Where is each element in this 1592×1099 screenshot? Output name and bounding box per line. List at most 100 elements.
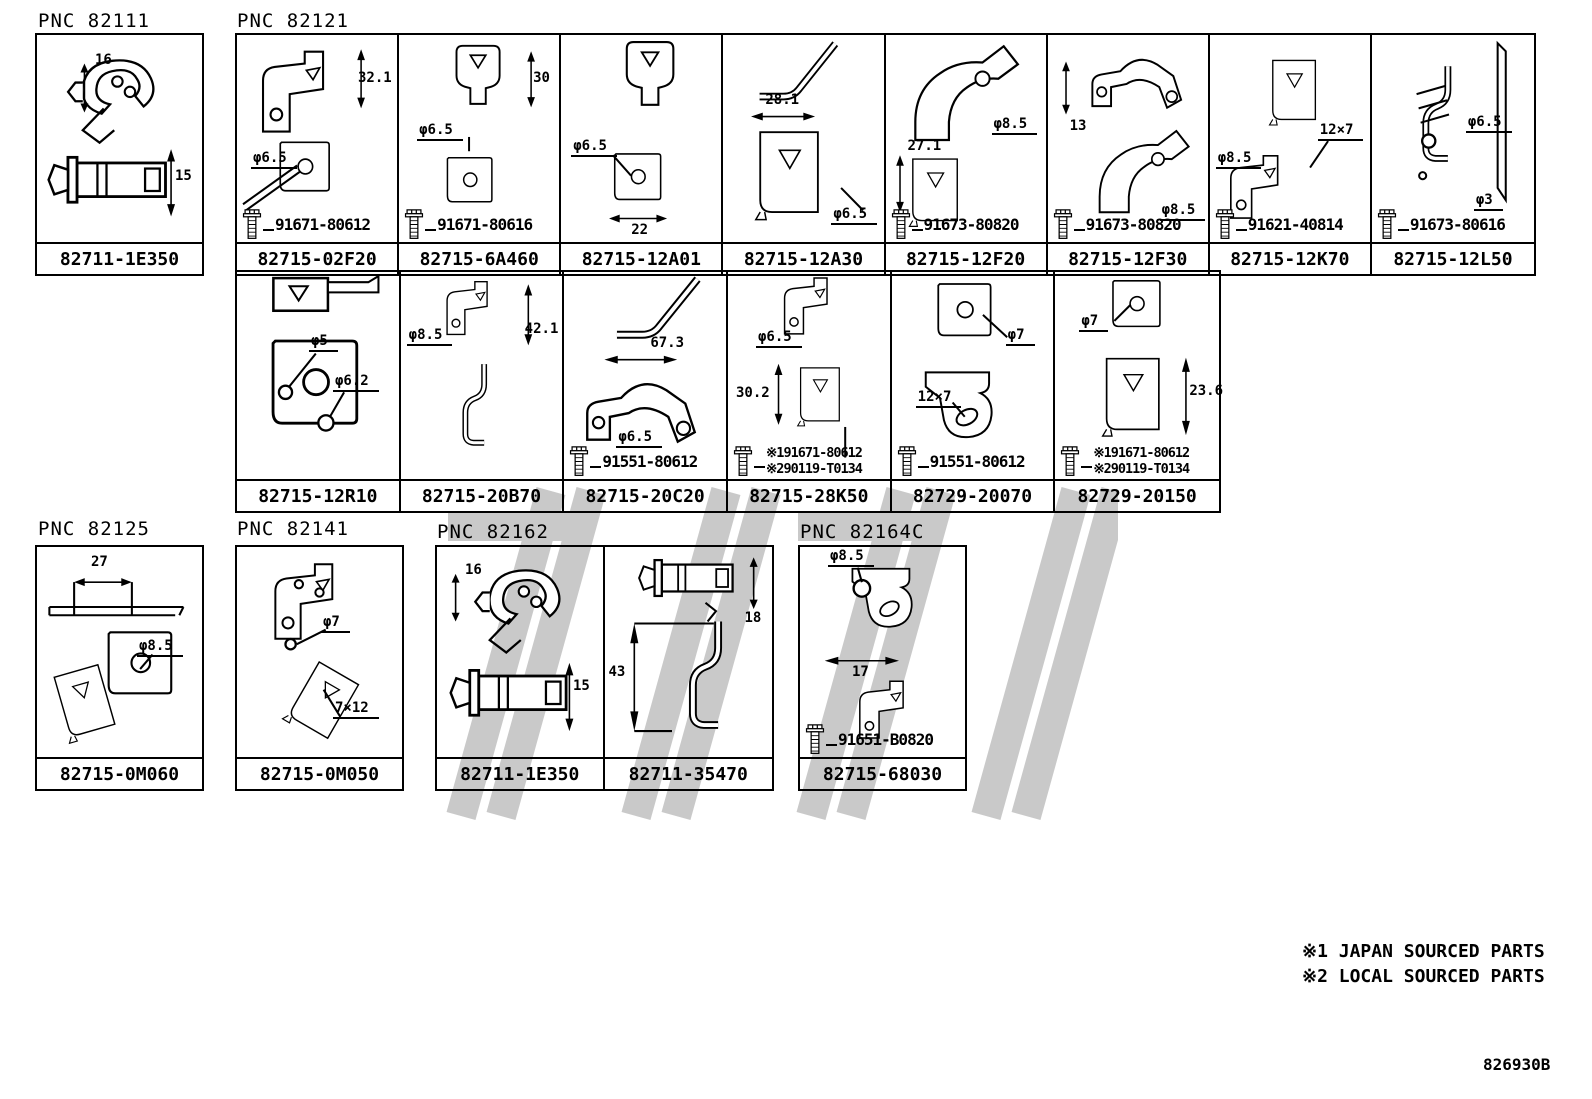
part-drawing: φ7 12×7 91551-80612 <box>892 272 1054 481</box>
part-cell: 12×7 φ8.5 91621-40814 82715-12K70 <box>1209 35 1372 274</box>
footnote-local-sourced: ※2 LOCAL SOURCED PARTS <box>1302 966 1545 987</box>
part-drawing: 28.1 φ6.5 <box>723 35 883 244</box>
dimension-label: φ5 <box>309 334 338 352</box>
bolt-part-number: 91551-80612 <box>602 452 698 471</box>
part-cell: φ5 φ6.2 82715-12R10 <box>237 272 401 511</box>
dimension-label: φ8.5 <box>991 117 1038 135</box>
dimension-label: 27.1 <box>907 138 942 154</box>
dimension-label: φ6.5 <box>417 123 463 141</box>
dimension-label: 18 <box>744 610 762 626</box>
part-drawing: 32.1 φ6.5 91671-80612 <box>237 35 397 244</box>
bolt-part-number: ※290119-T0134 <box>1093 460 1190 477</box>
part-number-label: 82715-6A460 <box>399 242 560 274</box>
dimension-label: 23.6 <box>1189 383 1224 399</box>
group-82141: φ7 7×12 82715-0M050 <box>235 545 404 791</box>
part-cell: φ6.5 22 82715-12A01 <box>561 35 724 274</box>
dimension-label: φ6.5 <box>571 139 617 157</box>
pnc-label-82141: PNC 82141 <box>237 518 349 540</box>
part-drawing: φ8.5 42.1 <box>401 272 563 481</box>
bolt-row: 91551-80612 <box>897 445 1026 478</box>
dimension-label: φ3 <box>1473 193 1503 211</box>
dimension-label: 42.1 <box>524 321 559 337</box>
dimension-label: φ8.5 <box>406 328 453 346</box>
dimension-label: 12×7 <box>915 390 962 408</box>
bolt-row: 91673-80820 <box>891 208 1019 241</box>
dimension-label: 32.1 <box>358 70 392 86</box>
bolt-icon <box>897 445 917 478</box>
bolt-part-number: ※191671-80612 <box>1093 444 1190 461</box>
bolt-row: 91673-80616 <box>1377 208 1506 241</box>
part-number-label: 82715-20B70 <box>400 479 563 511</box>
dimension-label: 22 <box>631 222 649 238</box>
part-number-label: 82711-1E350 <box>37 242 202 274</box>
part-cell: 28.1 φ6.5 82715-12A30 <box>723 35 886 274</box>
part-cell: 13 φ8.5 91673-80820 82715-12F30 <box>1047 35 1210 274</box>
bolt-icon <box>242 208 262 241</box>
dimension-label: 28.1 <box>765 92 800 108</box>
part-drawing: φ8.5 27.1 91673-80820 <box>886 35 1046 244</box>
part-number-label: 82715-12R10 <box>237 479 399 511</box>
bolt-part-number: 91671-80616 <box>437 215 533 234</box>
part-number-label: 82729-20150 <box>1055 479 1219 511</box>
part-drawing: φ8.5 17 91651-B0820 <box>800 547 965 759</box>
bolt-row: 91551-80612 <box>569 445 698 478</box>
dimension-label: 67.3 <box>650 335 685 351</box>
dimension-label: φ7 <box>321 615 350 633</box>
dimension-label: 7×12 <box>333 701 379 719</box>
pnc-label-82121: PNC 82121 <box>237 10 349 32</box>
bolt-part-number: 91651-B0820 <box>838 730 934 749</box>
dimension-label: φ6.5 <box>1465 115 1512 133</box>
dimension-label: φ6.2 <box>333 374 379 392</box>
pnc-label-82162: PNC 82162 <box>437 521 549 543</box>
part-number-label: 82711-1E350 <box>437 757 603 789</box>
dimension-label: 30 <box>533 70 550 86</box>
bolt-row: 91671-80616 <box>404 208 533 241</box>
part-number-label: 82715-0M060 <box>37 757 202 789</box>
part-drawing: φ6.5 22 <box>561 35 721 244</box>
part-cell: 32.1 φ6.5 91671-80612 82715-02F20 <box>237 35 400 274</box>
part-cell: φ8.5 42.1 82715-20B70 <box>400 272 565 511</box>
dimension-label: φ6.5 <box>616 430 663 448</box>
part-number-label: 82715-12L50 <box>1371 242 1534 274</box>
part-drawing: 67.3 φ6.5 91551-80612 <box>564 272 726 481</box>
dimension-label: 16 <box>95 52 112 68</box>
dimension-label: φ7 <box>1079 314 1109 332</box>
part-number-label: 82715-02F20 <box>237 242 398 274</box>
part-cell: 16 15 82711-1E350 <box>37 35 202 274</box>
bolt-row: 91651-B0820 <box>805 723 934 756</box>
pnc-label-82164c: PNC 82164C <box>800 521 925 543</box>
group-82121-row1: 32.1 φ6.5 91671-80612 82715-02F20 30 φ6.… <box>235 33 1536 276</box>
part-cell: φ7 12×7 91551-80612 82729-20070 <box>891 272 1056 511</box>
dimension-label: φ8.5 <box>1215 151 1262 169</box>
dimension-label: 17 <box>852 664 869 680</box>
dimension-label: 16 <box>465 562 482 578</box>
part-number-label: 82715-28K50 <box>728 479 890 511</box>
part-cell: φ7 7×12 82715-0M050 <box>237 547 402 789</box>
bolt-icon <box>891 208 911 241</box>
bolt-icon <box>805 723 825 756</box>
part-drawing: 30 φ6.5 91671-80616 <box>399 35 559 244</box>
part-drawing: φ7 7×12 <box>237 547 402 759</box>
part-drawing: 27 φ8.5 <box>37 547 202 759</box>
part-cell: φ8.5 27.1 91673-80820 82715-12F20 <box>885 35 1048 274</box>
dimension-label: 30.2 <box>736 385 770 401</box>
bolt-part-number: 91551-80612 <box>929 452 1026 471</box>
part-number-label: 82715-68030 <box>800 757 965 789</box>
bolt-icon <box>1060 445 1080 478</box>
part-cell: 16 15 82711-1E350 <box>437 547 605 789</box>
part-number-label: 82715-12F30 <box>1047 242 1208 274</box>
bolt-icon <box>404 208 424 241</box>
pnc-label-82125: PNC 82125 <box>38 518 150 540</box>
part-cell: φ6.5 30.2 ※191671-80612 ※290119-T0134 82… <box>728 272 892 511</box>
bolt-part-number: 91673-80820 <box>923 215 1020 234</box>
bolt-part-number: 91673-80616 <box>1409 215 1506 234</box>
bolt-icon <box>1377 208 1397 241</box>
group-82164c: φ8.5 17 91651-B0820 82715-68030 <box>798 545 967 791</box>
dimension-label: φ8.5 <box>137 639 183 657</box>
bolt-icon <box>1215 208 1235 241</box>
part-number-label: 82715-12F20 <box>885 242 1046 274</box>
bolt-row: 91621-40814 <box>1215 208 1344 241</box>
dimension-label: φ7 <box>1005 328 1035 346</box>
dimension-label: φ6.5 <box>831 207 878 225</box>
